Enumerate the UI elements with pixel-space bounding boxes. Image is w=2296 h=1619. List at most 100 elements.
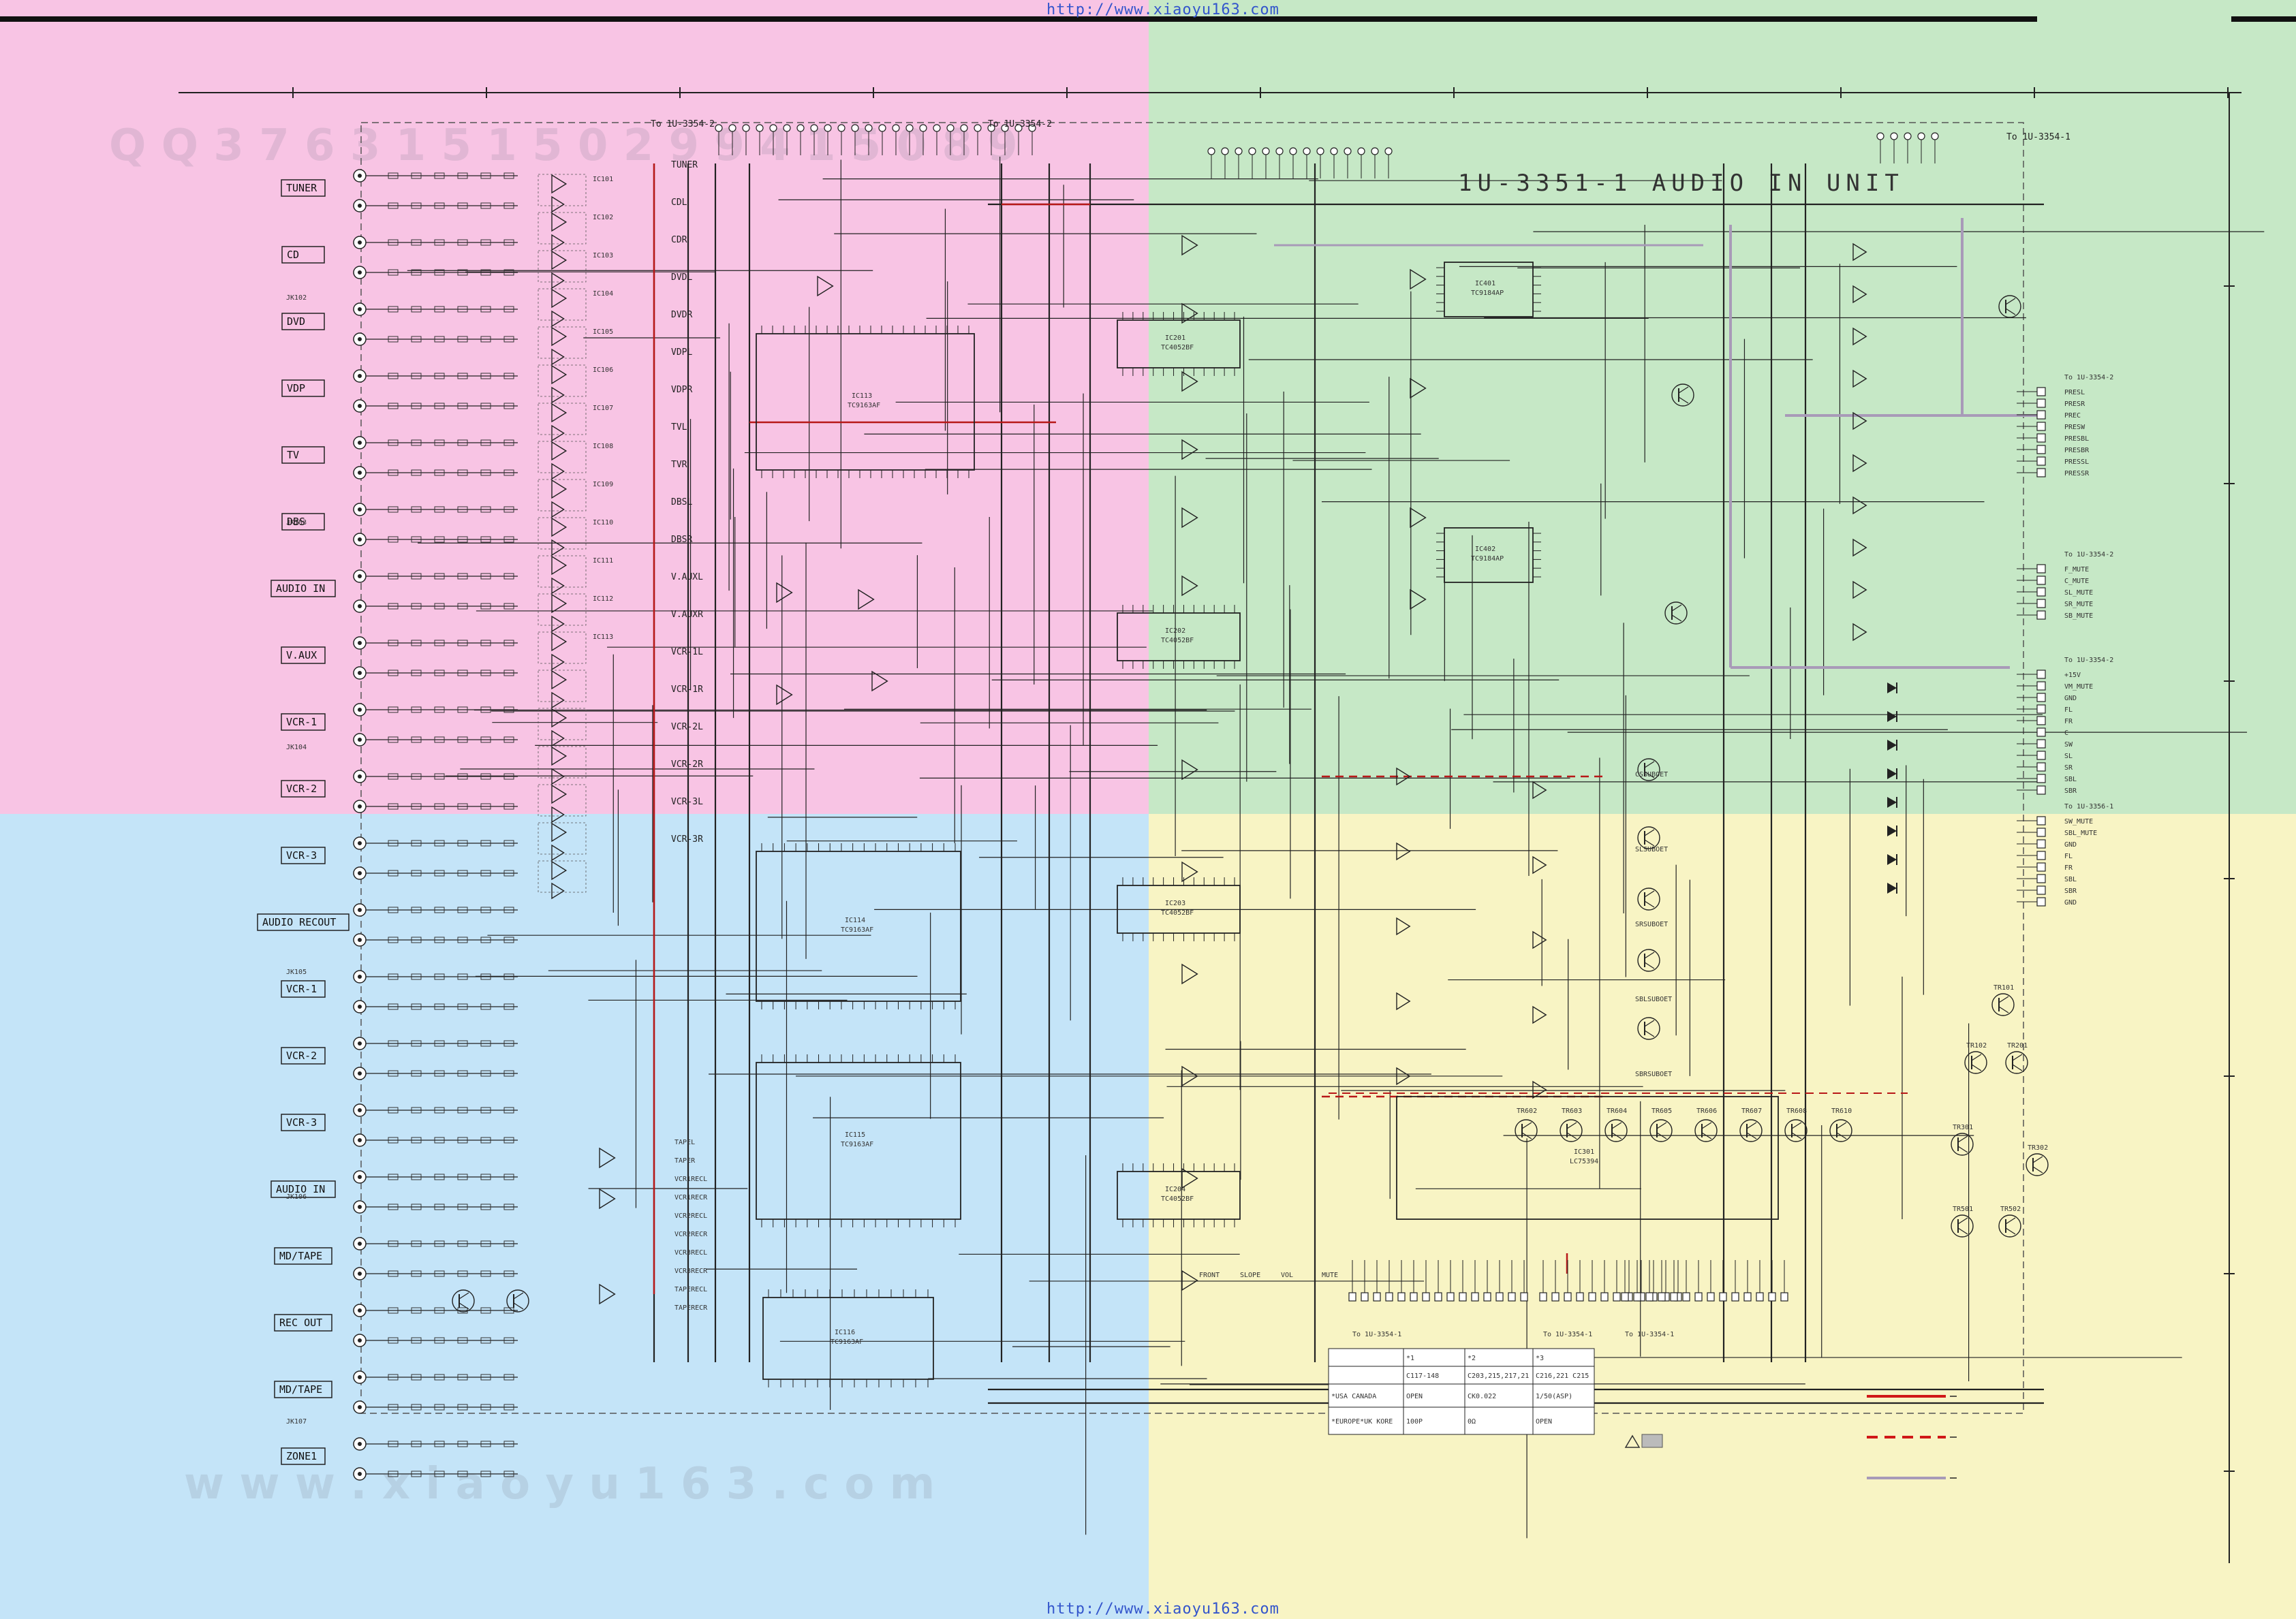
ic-part: TC9163AF [841, 926, 873, 934]
op-amp [551, 501, 565, 518]
resistor [434, 439, 445, 446]
resistor [388, 736, 399, 743]
transistor-label: TR201 [2007, 1042, 2028, 1050]
ic-package [538, 860, 587, 893]
transistor [1998, 1214, 2021, 1238]
resistor [480, 670, 491, 676]
connector-pin [1344, 147, 1352, 155]
watermark-site: w w w . x i a o y u 1 6 3 . c o m [184, 1459, 935, 1509]
resistor [388, 239, 399, 246]
ic-package [538, 517, 587, 550]
connector-label-top-left: To 1U-3354-2 [651, 119, 715, 129]
right-connectors: PRESLPRESRPRECPRESWPRESBLPRESBRPRESSLPRE… [2017, 374, 2113, 907]
resistor [411, 640, 422, 646]
resistor [434, 1040, 445, 1047]
resistor [411, 1107, 422, 1114]
resistor [388, 937, 399, 943]
op-amp [1410, 377, 1427, 399]
input-label-box [281, 446, 325, 464]
jack-label: JK104 [286, 744, 307, 751]
resistor [503, 373, 514, 379]
input-label-box [281, 780, 326, 798]
ic-part: TC4052BF [1161, 637, 1194, 644]
ic-label: IC110 [593, 519, 613, 526]
rca-jack-center [358, 1108, 362, 1112]
resistor [411, 1337, 422, 1344]
resistor [457, 172, 468, 179]
resistor [503, 736, 514, 743]
resistor [434, 373, 445, 379]
op-amps [551, 174, 1867, 1305]
resistor [411, 306, 422, 313]
ic-chip [1396, 1096, 1779, 1220]
connector-pin [946, 124, 955, 132]
transistor-label: TR602 [1517, 1107, 1537, 1115]
table-cell [1403, 1383, 1465, 1408]
table-cell-text: C203,215,217,21 [1468, 1372, 1529, 1380]
connector-pin [1508, 1292, 1516, 1302]
connector-pin [728, 124, 736, 132]
rca-jack-center [358, 1205, 362, 1209]
ic-part: TC4052BF [1161, 344, 1194, 351]
input-label-box [274, 1381, 332, 1398]
op-amp [551, 310, 565, 328]
connector-pin [1588, 1292, 1596, 1302]
transistor-label: TR101 [1994, 984, 2014, 992]
signal-label: DVDL [671, 272, 692, 283]
resistor [434, 773, 445, 780]
resistor [411, 573, 422, 580]
rca-jack-center [358, 1005, 362, 1009]
op-amp [1532, 781, 1547, 800]
connector-pin [2036, 816, 2046, 826]
transistor [1951, 1133, 1974, 1156]
connector-pin [1207, 147, 1215, 155]
input-label-box [270, 580, 336, 597]
resistor [388, 1204, 399, 1210]
op-amp [551, 348, 565, 366]
resistor [434, 937, 445, 943]
connector-pin [1520, 1292, 1528, 1302]
resistor [480, 773, 491, 780]
connector-pin-label: SB_MUTE [2064, 612, 2093, 620]
resistor [480, 1240, 491, 1247]
connector-pin [1348, 1292, 1356, 1302]
resistor [457, 269, 468, 276]
resistor [503, 1003, 514, 1010]
connector-pin-label: PREC [2064, 412, 2081, 420]
resistor [388, 1404, 399, 1411]
resistor [411, 506, 422, 513]
resistor [457, 937, 468, 943]
resistor [457, 773, 468, 780]
resistor [388, 469, 399, 476]
connector-pin [2036, 851, 2046, 860]
resistor [434, 706, 445, 713]
jack-label: JK107 [286, 1418, 307, 1426]
resistor [434, 1174, 445, 1180]
table-cell [1328, 1366, 1404, 1385]
table-cell-text: 1/50(ASP) [1536, 1393, 1572, 1400]
signal-label: TAPER [674, 1157, 696, 1165]
transistor [1560, 1119, 1583, 1142]
resistor [388, 840, 399, 847]
resistor [388, 202, 399, 209]
connector-pin [837, 124, 846, 132]
resistor [388, 803, 399, 810]
connector-pin-label: SW [2064, 741, 2073, 749]
ic-package [538, 746, 587, 779]
resistor [480, 306, 491, 313]
rca-jack-center [358, 441, 362, 445]
resistor [411, 239, 422, 246]
op-amp [1396, 1067, 1411, 1086]
signal-label: VOL [1281, 1272, 1293, 1279]
op-amp [1852, 623, 1867, 642]
op-amp [1181, 371, 1198, 392]
connector-pin-label: PRESBL [2064, 435, 2089, 443]
resistor [411, 870, 422, 877]
resistor [388, 536, 399, 543]
resistor [388, 907, 399, 913]
op-amp [551, 577, 565, 595]
input-label-box [281, 713, 326, 731]
op-amp [1181, 861, 1198, 883]
op-amp [551, 615, 565, 633]
connector-pin [2036, 398, 2046, 408]
